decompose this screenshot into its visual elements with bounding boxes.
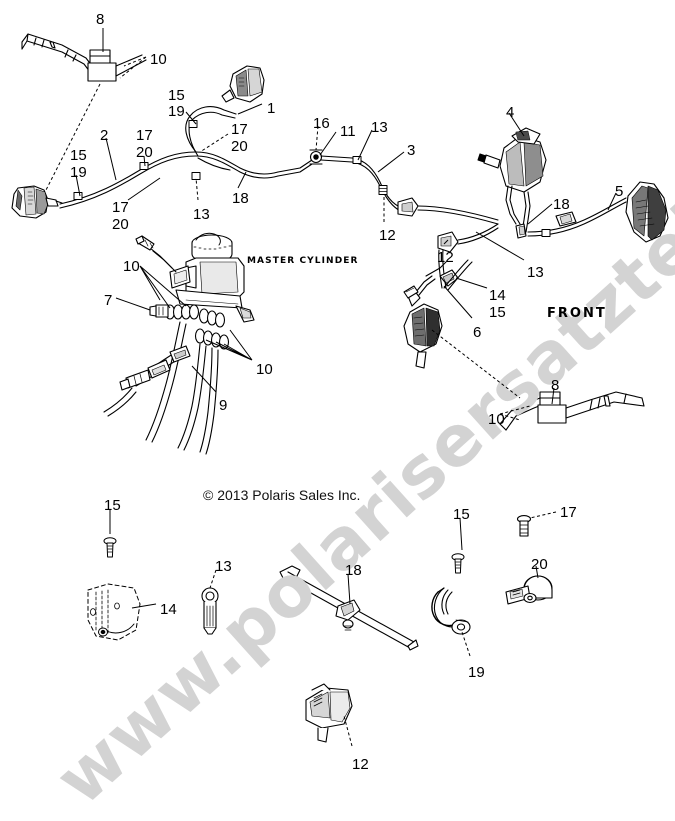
callout-13: 13 <box>193 206 210 223</box>
callout-12: 12 <box>437 249 454 266</box>
callout-17: 17 <box>231 121 248 138</box>
master-cylinder-caption: MASTER CYLINDER <box>247 256 359 266</box>
callout-12: 12 <box>379 227 396 244</box>
callout-19: 19 <box>70 164 87 181</box>
callout-10: 10 <box>488 411 505 428</box>
callout-10: 10 <box>256 361 273 378</box>
callout-18: 18 <box>345 562 362 579</box>
callout-20: 20 <box>136 144 153 161</box>
callout-13: 13 <box>215 558 232 575</box>
part-18-rod <box>279 565 419 651</box>
leader-line-layer <box>45 28 617 747</box>
part-14-bracket <box>87 583 141 641</box>
part-12-clip <box>305 683 353 743</box>
part-20-clamp <box>505 575 553 605</box>
parts-diagram-canvas: www.polarisersatzteile.de <box>11 11 675 821</box>
callout-5: 5 <box>615 183 624 200</box>
callout-17: 17 <box>112 199 129 216</box>
front-orientation-label: FRONT <box>547 306 607 321</box>
copyright-notice: © 2013 Polaris Sales Inc. <box>203 487 361 503</box>
callout-15: 15 <box>168 87 185 104</box>
callout-12: 12 <box>352 756 369 773</box>
callout-8: 8 <box>96 11 105 28</box>
callout-18: 18 <box>232 190 249 207</box>
callout-17: 17 <box>560 504 577 521</box>
callout-17: 17 <box>136 127 153 144</box>
master-cylinder-assembly <box>135 232 255 323</box>
callout-10: 10 <box>123 258 140 275</box>
callout-15: 15 <box>453 506 470 523</box>
brake-line-3 <box>351 155 499 225</box>
callout-4: 4 <box>506 104 515 121</box>
caliper-right-rear <box>221 65 265 103</box>
caliper-left-rear <box>11 185 63 219</box>
callout-7: 7 <box>104 292 113 309</box>
callout-13: 13 <box>371 119 388 136</box>
caliper-front-left <box>403 259 473 369</box>
callout-11: 11 <box>340 123 356 140</box>
abs-manifold-4 <box>477 127 547 233</box>
brake-line-5 <box>515 197 627 239</box>
callout-20: 20 <box>112 216 129 233</box>
line-art-layer <box>11 33 669 743</box>
hose-assembly-bottom-right <box>499 391 645 431</box>
callout-19: 19 <box>468 664 485 681</box>
callout-14: 14 <box>160 601 177 618</box>
part-19-clamp <box>431 587 471 635</box>
callout-16: 16 <box>313 115 330 132</box>
callout-19: 19 <box>168 103 185 120</box>
callout-15: 15 <box>104 497 121 514</box>
callout-9: 9 <box>219 397 228 414</box>
callout-15: 15 <box>489 304 506 321</box>
master-cylinder-hoses-9 <box>103 321 219 455</box>
caliper-front-right <box>625 181 669 243</box>
callout-15: 15 <box>70 147 87 164</box>
callout-8: 8 <box>551 377 560 394</box>
callout-13: 13 <box>527 264 544 281</box>
callout-18: 18 <box>553 196 570 213</box>
callout-14: 14 <box>489 287 506 304</box>
callout-2: 2 <box>100 127 109 144</box>
callout-20: 20 <box>231 138 248 155</box>
hose-assembly-top-left <box>21 33 147 82</box>
callout-1: 1 <box>267 100 276 117</box>
junction-16-11 <box>277 149 353 177</box>
part-17-bolt <box>516 515 532 537</box>
callout-6: 6 <box>473 324 482 341</box>
junction-12-mid <box>437 223 499 289</box>
part-13-clamp <box>201 587 219 635</box>
callout-10: 10 <box>150 51 167 68</box>
callout-3: 3 <box>407 142 416 159</box>
callout-20: 20 <box>531 556 548 573</box>
